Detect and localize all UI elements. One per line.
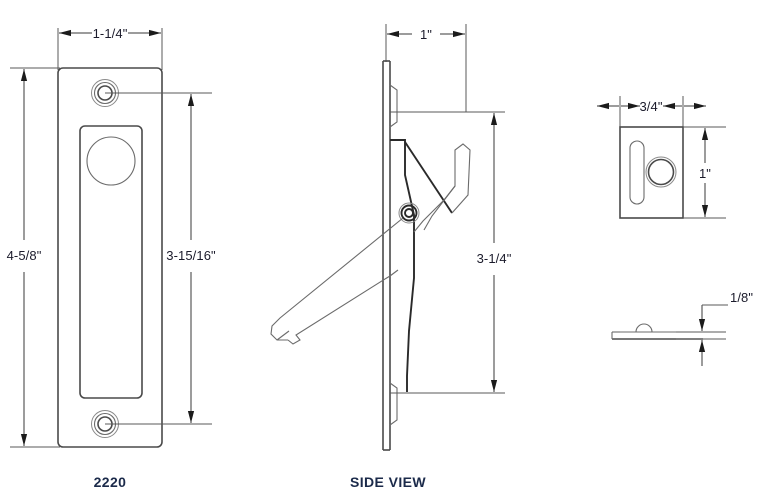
detail-top-slot (629, 140, 645, 205)
front-hole-spacing-label: 3-15/16" (166, 248, 216, 263)
detail-bottom-thickness-label: 1/8" (730, 290, 753, 305)
detail-top-body-outline (619, 126, 684, 219)
front-width-label: 1-1/4" (93, 26, 128, 41)
side-height-dimension: 3-1/4" (390, 111, 512, 394)
side-view-group: 1" (270, 24, 512, 490)
side-lever-hook-edge (423, 185, 456, 231)
detail-top-height-label: 1" (699, 166, 711, 181)
side-lever-body-left-edge (390, 139, 415, 392)
side-plate-upper-tab (389, 84, 398, 128)
side-handle-arm-joint (389, 269, 399, 277)
front-overall-height-dimension: 4-5/8" (7, 67, 60, 448)
side-pivot-outer-circle (398, 202, 420, 224)
side-pivot-mid-circle (400, 204, 418, 222)
detail-bottom-group: 1/8" (611, 290, 753, 366)
front-plate-outline (57, 67, 163, 448)
side-depth-dimension: 1" (385, 24, 467, 112)
front-view-label: 2220 (94, 474, 127, 490)
front-hole-spacing-dimension: 3-15/16" (105, 92, 216, 425)
side-plate-lower-tab (389, 382, 398, 426)
front-width-dimension: 1-1/4" (57, 26, 163, 70)
side-mounting-plate (382, 60, 398, 451)
detail-top-hole (645, 156, 677, 188)
detail-top-height-dimension: 1" (683, 126, 726, 219)
side-handle-arm-end-detail (276, 330, 290, 341)
front-recess-pocket (79, 125, 143, 399)
side-handle-arm-bottom-edge (384, 275, 391, 280)
detail-top-width-dimension: 3/4" (597, 96, 706, 127)
front-finger-pull-circle (86, 136, 136, 186)
detail-top-hole-inner-circle (647, 158, 675, 186)
side-lever-pivot-rivet (398, 202, 420, 224)
detail-top-width-label: 3/4" (639, 99, 662, 114)
side-view-label: SIDE VIEW (350, 474, 426, 490)
front-view-group: 1-1/4" 4-5/8" (7, 26, 216, 490)
side-lever-hook-inner (413, 199, 445, 233)
side-lever-body-upper-slope (404, 141, 453, 214)
side-pivot-inner-circle (404, 208, 414, 218)
side-handle-arm-tip (287, 278, 386, 345)
detail-bottom-thickness-dimension: 1/8" (676, 290, 753, 366)
side-handle-arm-top-edge (270, 217, 404, 341)
side-height-label: 3-1/4" (477, 251, 512, 266)
front-overall-height-label: 4-5/8" (7, 248, 42, 263)
side-lever-mechanism (270, 139, 471, 392)
detail-top-hole-outer-circle (645, 156, 677, 188)
detail-bottom-boss-bump (635, 323, 653, 333)
side-depth-label: 1" (420, 27, 432, 42)
detail-top-group: 3/4" 1" (597, 96, 726, 219)
